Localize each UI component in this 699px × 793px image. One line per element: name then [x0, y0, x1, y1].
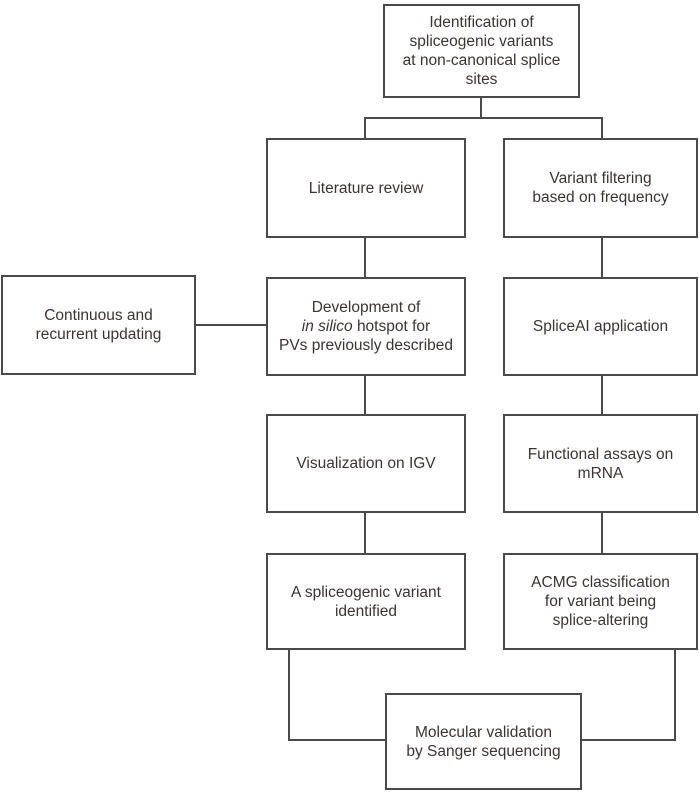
connector-acmg-down [674, 650, 676, 741]
node-literature-review: Literature review [266, 138, 466, 238]
node-spliceai: SpliceAI application [503, 277, 698, 376]
node-continuous-updating-label: Continuous and recurrent updating [35, 307, 162, 343]
node-variant-identified-label: A spliceogenic variant identified [291, 583, 441, 620]
node-spliceai-label: SpliceAI application [532, 318, 669, 335]
node-functional-assays: Functional assays on mRNA [503, 414, 698, 513]
connector-filtering-spliceai [601, 238, 603, 277]
node-visualization-igv-label: Visualization on IGV [296, 455, 436, 472]
node-variant-filtering: Variant filtering based on frequency [503, 138, 698, 238]
connector-right-branch-drop [601, 117, 603, 138]
node-variant-filtering-label: Variant filtering based on frequency [532, 170, 669, 206]
connector-left-branch-drop [364, 117, 366, 138]
connector-variant-down [288, 650, 290, 741]
connector-updating-development [196, 324, 266, 326]
node-variant-identified: A spliceogenic variant identified [266, 553, 466, 650]
connector-branch-horizontal [364, 117, 603, 119]
development-line-2: in silico hotspot for [279, 317, 453, 336]
node-functional-assays-label: Functional assays on mRNA [527, 445, 674, 482]
connector-functional-acmg [601, 513, 603, 553]
development-line-3: PVs previously described [278, 337, 454, 354]
connector-acmg-horizontal [582, 739, 676, 741]
connector-development-visualization [364, 376, 366, 414]
node-literature-review-label: Literature review [308, 179, 424, 197]
node-acmg-classification: ACMG classification for variant being sp… [503, 553, 698, 650]
node-identification: Identification of spliceogenic variants … [383, 4, 580, 98]
node-continuous-updating: Continuous and recurrent updating [1, 275, 196, 375]
node-visualization-igv: Visualization on IGV [266, 414, 466, 513]
connector-identification-stem [480, 98, 482, 119]
node-development-hotspot: Development of in silico hotspot for PVs… [266, 277, 466, 376]
development-line-1: Development of [311, 299, 421, 316]
node-acmg-classification-label: ACMG classification for variant being sp… [531, 574, 670, 629]
node-molecular-validation: Molecular validation by Sanger sequencin… [385, 693, 582, 790]
node-development-hotspot-label: Development of in silico hotspot for PVs… [275, 298, 457, 355]
connector-literature-development [364, 238, 366, 277]
connector-spliceai-functional [601, 376, 603, 414]
development-line-2-italic: in silico [301, 318, 353, 335]
node-identification-label: Identification of spliceogenic variants … [402, 14, 561, 88]
node-molecular-validation-label: Molecular validation by Sanger sequencin… [406, 723, 561, 760]
connector-visualization-variant [364, 513, 366, 553]
connector-variant-horizontal [288, 739, 385, 741]
development-line-2-rest: hotspot for [356, 318, 431, 335]
